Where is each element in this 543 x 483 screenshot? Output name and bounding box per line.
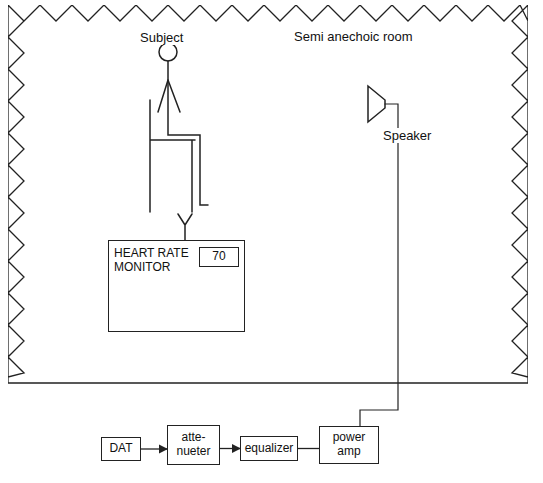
node-label: Semi anechoic room <box>292 30 415 45</box>
node-label: DAT <box>109 442 132 456</box>
speaker-wire <box>360 104 398 426</box>
process-box: atte- nueter <box>167 425 220 465</box>
process-box: power amp <box>319 426 379 464</box>
signal-connector <box>298 448 319 449</box>
text-label: Speaker <box>383 128 431 143</box>
text-label: Subject <box>140 30 183 45</box>
subject-arms <box>158 80 180 112</box>
wall-zigzag <box>8 5 528 383</box>
node-label: equalizer <box>245 442 294 456</box>
process-box: equalizer <box>240 436 298 461</box>
signal-connector <box>141 448 167 449</box>
node-label: 70 <box>212 250 225 264</box>
room-region: Semi anechoic roomHEART RATE MONITOR 70 <box>8 5 528 385</box>
subject-body <box>168 61 208 205</box>
signal-connector <box>220 448 240 449</box>
subject-head <box>159 43 177 61</box>
display-box: 70 <box>199 247 239 267</box>
node-label: power amp <box>320 431 378 459</box>
monitor-box: HEART RATE MONITOR 70 <box>108 240 245 332</box>
node-label: HEART RATE MONITOR <box>114 247 194 275</box>
speaker-symbol <box>368 86 385 122</box>
node-label: atte- nueter <box>168 431 219 459</box>
sensor-cable <box>178 214 192 240</box>
anechoic-wall <box>8 5 528 385</box>
process-box: DAT <box>101 437 141 461</box>
chair <box>150 100 195 212</box>
